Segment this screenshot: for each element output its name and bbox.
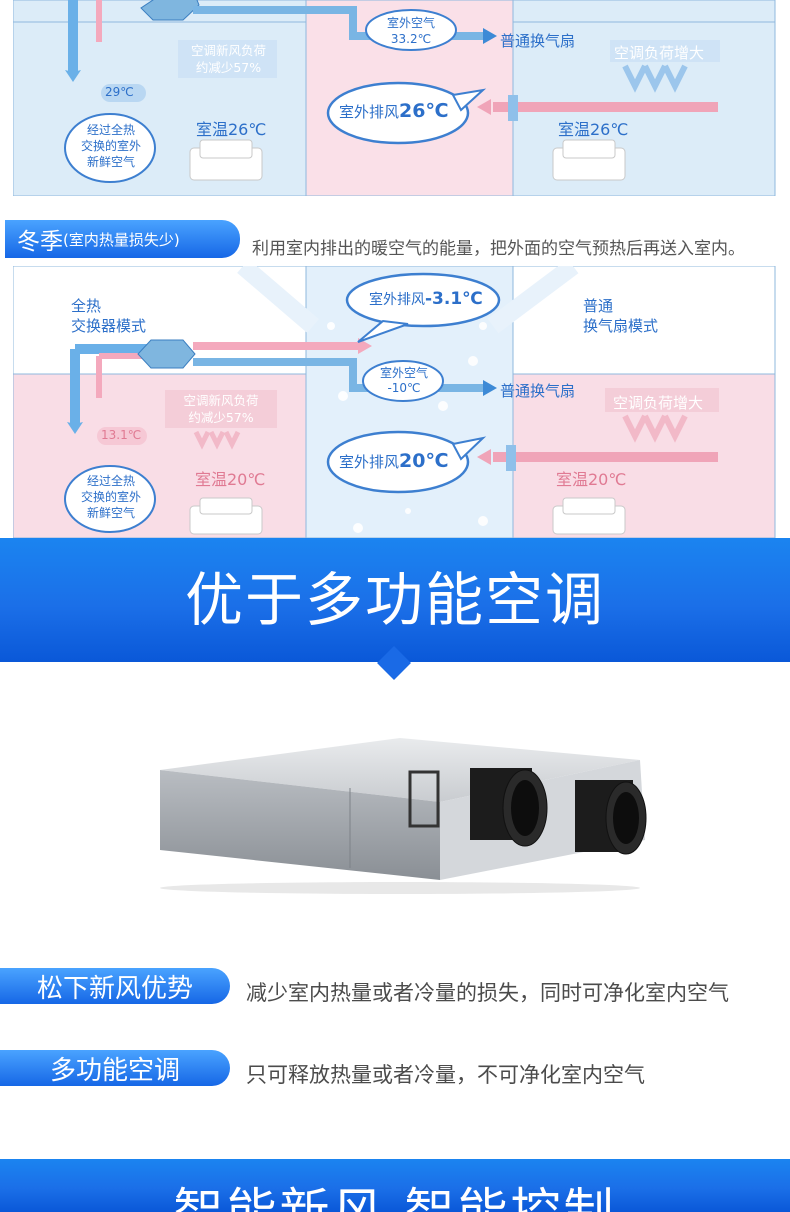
winter-diagram-art <box>13 266 776 538</box>
summer-room-right: 室温26℃ <box>558 120 629 139</box>
winter-mode-left-line1: 全热 <box>71 297 102 315</box>
winter-exhaust-temp: 20℃ <box>399 450 449 472</box>
summer-outdoor-air-temp: 33.2℃ <box>390 32 432 46</box>
compare-text-panasonic: 减少室内热量或者冷量的损失，同时可净化室内空气 <box>246 981 729 1005</box>
summer-room-left: 室温26℃ <box>196 120 267 139</box>
compare-text-multifunction: 只可释放热量或者冷量，不可净化室内空气 <box>246 1063 645 1087</box>
winter-note-line1: 经过全热 <box>86 474 135 488</box>
winter-exhaust-top-label: 室外排风 <box>369 292 425 308</box>
winter-exhaust-label: 室外排风 <box>339 453 400 471</box>
winter-tag-main: 冬季 <box>17 229 63 255</box>
banner-superior-title: 优于多功能空调 <box>184 566 605 634</box>
winter-outdoor-air-temp: -10℃ <box>387 381 421 395</box>
winter-diagram: 全热 交换器模式 普通 换气扇模式 室外排风-3.1℃ 室外空气 -10℃ 普通… <box>13 266 776 538</box>
banner-superior: 优于多功能空调 <box>0 538 790 662</box>
summer-note-line1: 经过全热 <box>86 123 135 137</box>
compare-tag-multifunction-label: 多功能空调 <box>49 1055 180 1086</box>
winter-mode-right-line2: 换气扇模式 <box>583 317 659 335</box>
winter-mode-right-line1: 普通 <box>583 297 614 315</box>
summer-exhaust-label: 室外排风 <box>339 103 400 121</box>
winter-description: 利用室内排出的暖空气的能量，把外面的空气预热后再送入室内。 <box>252 239 745 259</box>
summer-exhaust-temp: 26℃ <box>399 100 449 122</box>
summer-load-reduce-line1: 空调新风负荷 <box>190 43 266 58</box>
winter-normal-fan-label: 普通换气扇 <box>500 382 576 400</box>
winter-note-line3: 新鲜空气 <box>86 506 135 520</box>
summer-fresh-temp: 29℃ <box>105 85 134 99</box>
winter-room-left: 室温20℃ <box>195 470 266 489</box>
summer-note-line2: 交换的室外 <box>80 139 141 153</box>
banner-smart-title: 智能新风 智能控制 <box>173 1183 617 1212</box>
banner-smart: 智能新风 智能控制 <box>0 1159 790 1212</box>
compare-tag-panasonic: 松下新风优势 <box>0 968 230 1004</box>
winter-tag-sub: (室内热量损失少) <box>63 230 180 249</box>
winter-load-reduce-line1: 空调新风负荷 <box>183 393 259 408</box>
summer-diagram: 室外空气 33.2℃ 普通换气扇 空调负荷增大 空调新风负荷 约减少57% 29… <box>13 0 776 196</box>
product-image <box>140 730 660 900</box>
summer-outdoor-air-label: 室外空气 <box>386 16 435 30</box>
winter-tag: 冬季(室内热量损失少) <box>5 220 240 258</box>
winter-outdoor-air-label: 室外空气 <box>379 366 428 380</box>
summer-note-line3: 新鲜空气 <box>86 155 135 169</box>
winter-room-right: 室温20℃ <box>556 470 627 489</box>
summer-normal-fan-label: 普通换气扇 <box>500 32 576 50</box>
winter-note-line2: 交换的室外 <box>80 490 141 504</box>
winter-exhaust-top-temp: -3.1℃ <box>425 289 483 309</box>
winter-mode-left-line2: 交换器模式 <box>71 317 147 335</box>
summer-diagram-art <box>13 0 776 196</box>
winter-load-reduce-line2: 约减少57% <box>188 410 254 425</box>
summer-load-reduce-line2: 约减少57% <box>195 60 262 75</box>
compare-tag-multifunction: 多功能空调 <box>0 1050 230 1086</box>
winter-load-increase-label: 空调负荷增大 <box>613 394 704 412</box>
compare-tag-panasonic-label: 松下新风优势 <box>36 973 193 1004</box>
summer-load-increase-label: 空调负荷增大 <box>614 44 705 62</box>
winter-fresh-temp: 13.1℃ <box>101 428 142 442</box>
